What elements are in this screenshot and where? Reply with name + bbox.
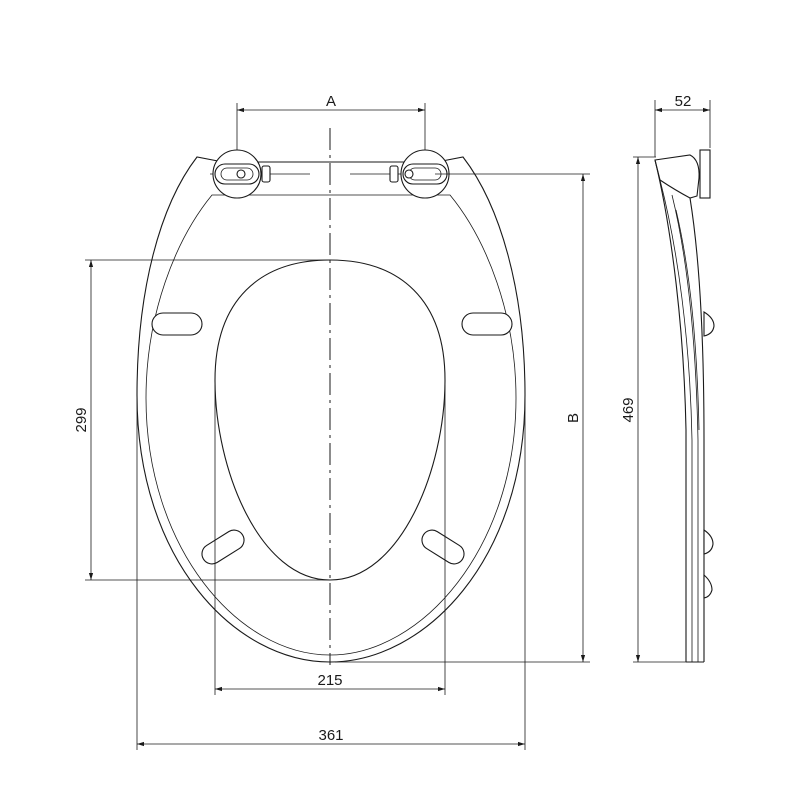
dimension-opening-length: 299 — [73, 259, 330, 581]
dimension-overall-width: 361 — [136, 395, 526, 750]
front-view — [136, 128, 526, 665]
bumper-upper-right — [461, 312, 513, 336]
side-seat-line-2 — [689, 197, 705, 662]
side-bumper-seat — [703, 573, 713, 599]
dimension-label-52: 52 — [675, 93, 692, 110]
side-hinge-bracket — [699, 149, 711, 199]
seat-outer-outline — [136, 156, 526, 663]
side-lid-outer — [654, 159, 687, 662]
bumper-lower-left — [201, 529, 245, 565]
seat-inner-rim — [145, 194, 517, 656]
side-view — [654, 149, 715, 663]
side-bumper-upper — [703, 311, 715, 337]
dimension-opening-width: 215 — [214, 385, 446, 695]
dimension-hinge-spacing: A — [236, 93, 426, 150]
dimension-label-215: 215 — [317, 672, 342, 689]
dimension-profile-depth: 52 — [654, 93, 711, 157]
dimension-label-361: 361 — [318, 727, 343, 744]
side-seat-inner — [675, 209, 700, 431]
dimension-label-b: B — [565, 413, 582, 423]
left-hinge-icon — [212, 149, 271, 199]
side-hinge-block — [654, 154, 700, 199]
bumper-lower-right — [421, 529, 465, 565]
dimension-label-299: 299 — [73, 407, 90, 432]
dimension-overall-length: 469 — [620, 156, 686, 663]
dimension-label-469: 469 — [620, 397, 637, 422]
dimension-seat-length: B — [335, 173, 590, 663]
side-lid-line-2 — [659, 179, 693, 662]
side-seat-line-1 — [671, 194, 699, 662]
bumper-upper-left — [151, 312, 203, 336]
dimension-label-a: A — [326, 93, 336, 110]
side-bumper-lower — [703, 528, 714, 555]
